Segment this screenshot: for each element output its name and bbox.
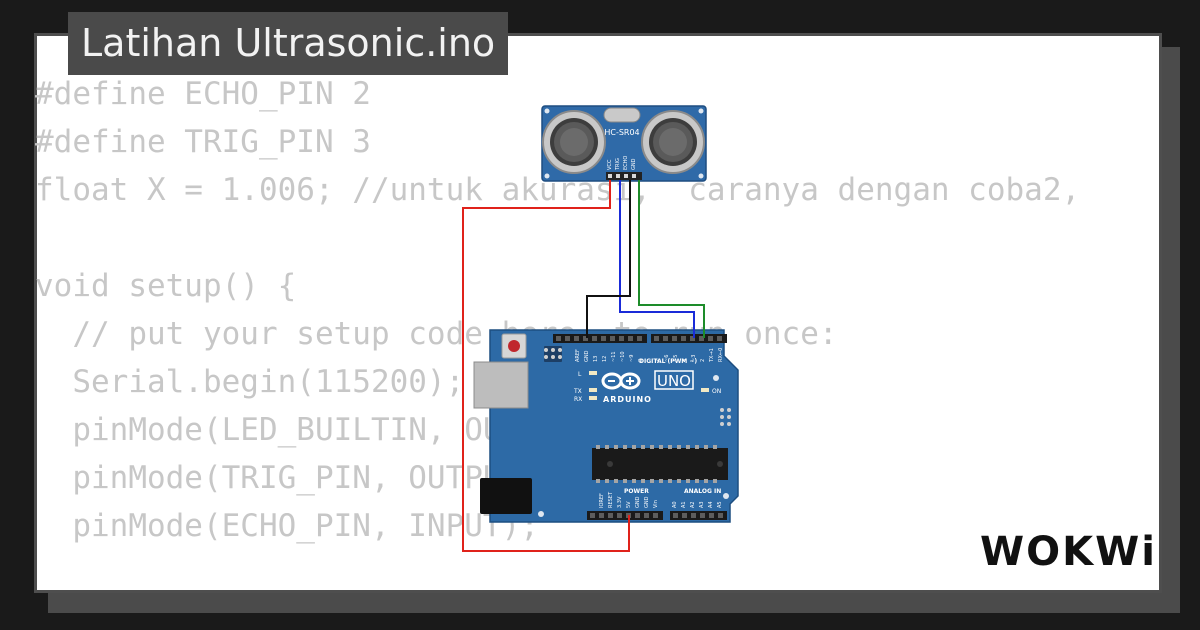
board-model-label: UNO <box>657 372 691 390</box>
led-rx <box>589 396 597 400</box>
wire-trig[interactable] <box>619 180 695 338</box>
pin-label-3v3: 3.3V <box>617 496 623 508</box>
code-line: #define TRIG_PIN 3 <box>35 124 371 160</box>
pin-label-d8: 8 <box>638 359 644 362</box>
pin-label-aref: AREF <box>575 349 581 362</box>
pin-label-gnd-1: GND <box>635 496 641 508</box>
code-line: void setup() { <box>35 268 297 304</box>
pin-label-a4: A4 <box>708 501 714 508</box>
pin-label-d4: 4 <box>682 359 688 362</box>
led-label-on: ON <box>712 388 721 395</box>
analog-header-label: ANALOG IN <box>684 488 721 495</box>
pin-label-trig: TRIG <box>615 158 621 171</box>
microcontroller-chip <box>592 448 728 480</box>
code-line: Serial.begin(115200); <box>35 364 465 400</box>
led-label-tx: TX <box>573 388 582 395</box>
pin-label-d11: ~11 <box>611 351 617 362</box>
pin-label-gnd-2: GND <box>644 496 650 508</box>
pin-label-d13: 13 <box>593 356 599 362</box>
pin-label-d3: ~3 <box>691 355 697 362</box>
pin-label-gnd: GND <box>631 158 637 170</box>
header-analog <box>670 511 727 520</box>
wires <box>462 180 705 552</box>
pin-label-tx1: TX→1 <box>709 348 715 363</box>
wire-vcc[interactable] <box>462 180 630 552</box>
pin-label-gnd-top: GND <box>584 350 590 362</box>
led-tx <box>589 388 597 392</box>
pin-label-d6: ~6 <box>664 355 670 362</box>
pin-label-ioref: IOREF <box>599 493 605 508</box>
arduino-uno-board[interactable]: AREF GND 13 12 ~11 ~10 ~9 8 7 ~6 ~5 4 ~3… <box>473 329 739 523</box>
wire-gnd[interactable] <box>638 180 705 338</box>
pin-label-d10: ~10 <box>620 351 626 362</box>
pin-label-5v: 5V <box>626 501 632 508</box>
power-jack <box>480 478 532 514</box>
pin-label-vcc: VCC <box>607 159 613 170</box>
pin-label-rx0: RX←0 <box>718 348 724 362</box>
pin-label-vin: Vin <box>653 500 659 508</box>
code-background: #define ECHO_PIN 2 #define TRIG_PIN 3 floa… <box>35 70 1080 550</box>
project-title[interactable]: Latihan Ultrasonic.ino <box>68 12 509 75</box>
pin-label-d12: 12 <box>602 356 608 362</box>
code-line: pinMode(ECHO_PIN, INPUT); <box>35 508 539 544</box>
pin-label-reset: RESET <box>608 491 614 508</box>
pin-label-a5: A5 <box>717 501 723 508</box>
pin-label-d2: 2 <box>700 359 706 362</box>
pin-label-a1: A1 <box>681 501 687 508</box>
wokwi-logo: WOKWi <box>980 529 1157 575</box>
led-label-rx: RX <box>574 396 582 403</box>
pin-label-a2: A2 <box>690 501 696 508</box>
power-header-label: POWER <box>624 488 649 495</box>
sensor-model-label: HC-SR04 <box>604 128 639 137</box>
transducer-left <box>542 110 606 174</box>
header-digital-low <box>651 334 727 343</box>
arduino-logo-icon <box>601 372 641 390</box>
pin-label-a3: A3 <box>699 501 705 508</box>
pin-label-d9: ~9 <box>629 355 635 362</box>
wire-echo[interactable] <box>586 180 631 338</box>
transducer-right <box>641 110 705 174</box>
header-digital-high <box>553 334 647 343</box>
digital-header-label: DIGITAL (PWM ~) <box>639 358 697 365</box>
code-line: #define ECHO_PIN 2 <box>35 76 371 112</box>
pin-label-echo: ECHO <box>623 156 629 170</box>
pin-label-d7: 7 <box>655 359 661 362</box>
code-line: float X = 1.006; //untuk akurasi, carany… <box>35 172 1081 208</box>
board-brand-label: ARDUINO <box>603 395 652 404</box>
led-on <box>701 388 709 392</box>
pin-label-a0: A0 <box>672 501 678 508</box>
pin-label-d5: ~5 <box>673 355 679 362</box>
led-label-l: L <box>578 371 582 378</box>
usb-port <box>473 361 529 409</box>
led-l <box>589 371 597 375</box>
ultrasonic-sensor[interactable]: HC-SR04 VCC TRIG ECHO GND <box>541 105 707 182</box>
header-power <box>587 511 663 520</box>
